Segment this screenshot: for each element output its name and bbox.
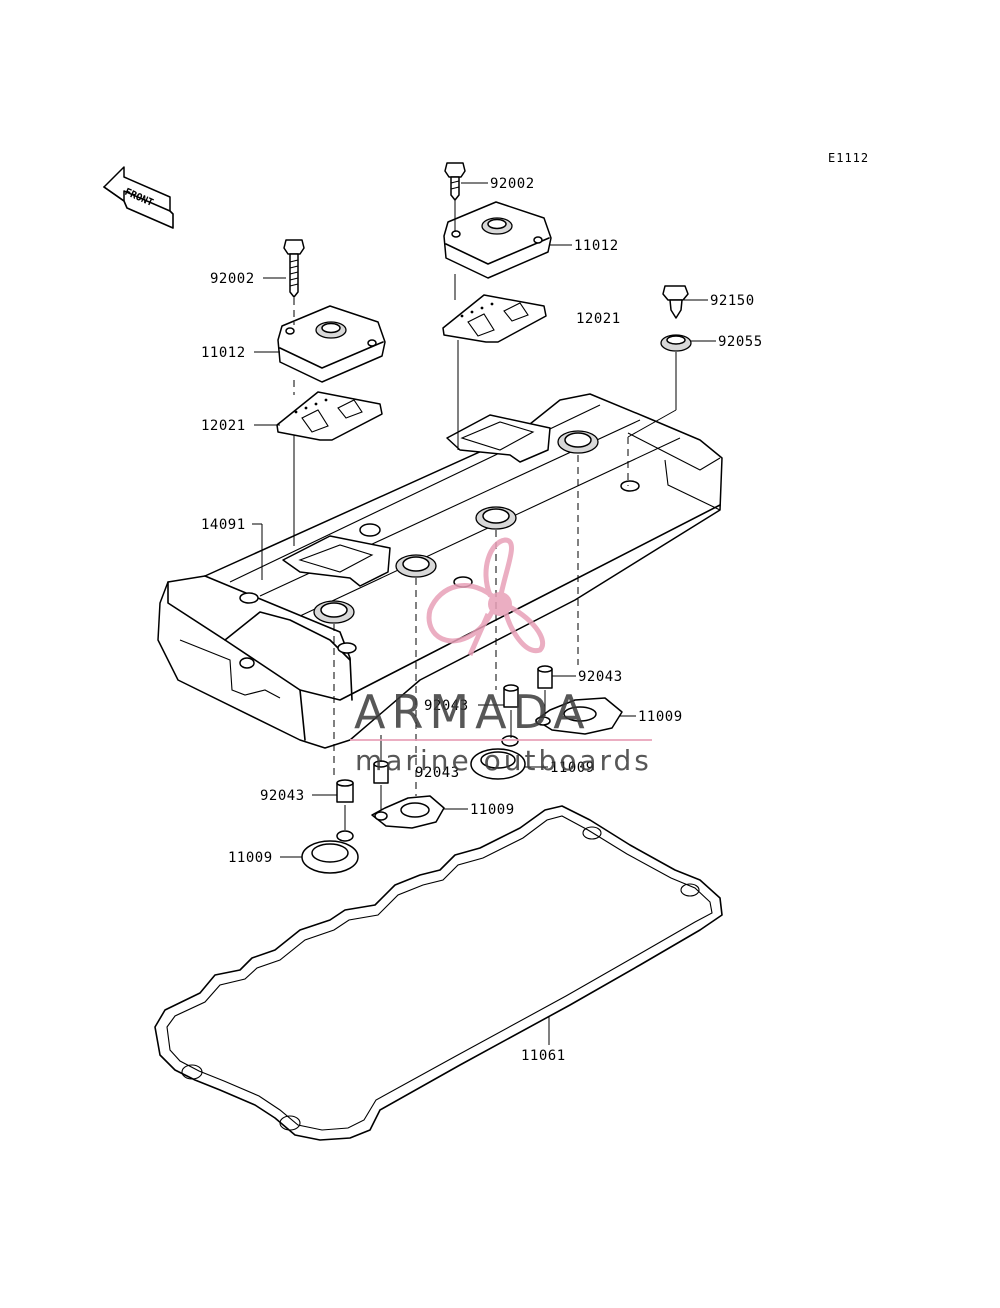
label-cover: 14091 xyxy=(201,517,246,533)
label-dowel-right: 92043 xyxy=(578,669,623,685)
seal-right xyxy=(535,697,623,735)
label-bolt-top: 92002 xyxy=(490,176,535,192)
label-cap-left: 11012 xyxy=(201,345,246,361)
label-bolt-right: 92150 xyxy=(710,293,755,309)
watermark-tagline: marine outboards xyxy=(355,744,652,777)
plate-left xyxy=(276,391,383,441)
label-cap-top: 11012 xyxy=(574,238,619,254)
bolt-top xyxy=(444,162,466,201)
label-grommet-right: 92055 xyxy=(718,334,763,350)
bolt-left xyxy=(283,239,305,298)
label-plate-top: 12021 xyxy=(576,311,621,327)
seal-middle-left xyxy=(371,795,445,829)
dowel-lower-left xyxy=(336,779,354,803)
label-dowel-middle-left: 92043 xyxy=(415,765,460,781)
cylinder-head-cover xyxy=(157,393,723,749)
label-seal-lower-left: 11009 xyxy=(228,850,273,866)
watermark: ARMADA marine outboards xyxy=(350,537,652,777)
cover-gasket xyxy=(154,805,723,1141)
label-dowel-middle-right: 92043 xyxy=(424,698,469,714)
seal-middle-right xyxy=(470,735,526,780)
dowel-right xyxy=(537,665,553,689)
part-labels: 92002 11012 12021 92002 11012 12021 1409… xyxy=(201,176,763,1064)
label-seal-right: 11009 xyxy=(638,709,683,725)
plate-top xyxy=(442,294,547,343)
seal-lower-left xyxy=(301,830,359,874)
grommet-right xyxy=(660,334,692,352)
front-arrow-icon: FRONT xyxy=(103,166,174,229)
propeller-logo-icon xyxy=(426,537,545,657)
label-plate-left: 12021 xyxy=(201,418,246,434)
bolt-right xyxy=(662,285,689,319)
dowel-middle-left xyxy=(373,760,389,784)
cap-top xyxy=(443,201,552,279)
label-bolt-left: 92002 xyxy=(210,271,255,287)
diagram-code: E1112 xyxy=(828,151,869,165)
dowel-middle-right xyxy=(503,684,519,708)
label-gasket: 11061 xyxy=(521,1048,566,1064)
watermark-brand: ARMADA xyxy=(354,685,591,739)
leader-lines xyxy=(252,182,716,1045)
label-seal-middle-right: 11009 xyxy=(550,760,595,776)
label-dowel-lower-left: 92043 xyxy=(260,788,305,804)
label-seal-middle-left: 11009 xyxy=(470,802,515,818)
cap-left xyxy=(277,305,386,383)
